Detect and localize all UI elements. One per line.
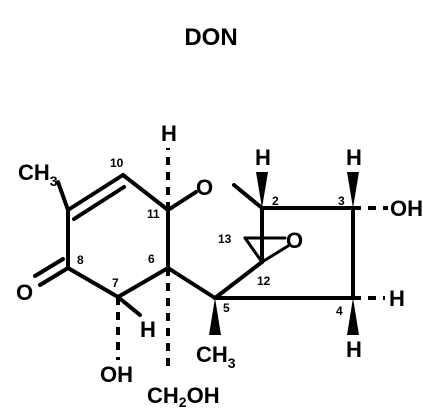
bond-c10-c11: [121, 173, 170, 212]
num-c2: 2: [272, 194, 279, 208]
label-ch3-c5: CH3: [196, 342, 236, 371]
bond-c7-c8: [66, 266, 120, 299]
bond-c6-c7: [116, 266, 170, 299]
bond-o-c2: [232, 183, 264, 210]
wedge-c4-h: [347, 298, 359, 335]
label-h-c4-bottom: H: [346, 337, 362, 362]
label-h-c2: H: [255, 145, 271, 170]
num-c6: 6: [148, 252, 155, 266]
label-h-c11: H: [161, 121, 177, 146]
num-c12: 12: [257, 274, 271, 288]
label-ch2oh: CH2OH: [147, 383, 220, 410]
bonds: [33, 148, 388, 372]
bond-c9-c10: [66, 173, 125, 212]
bond-c9-ch3: [56, 180, 70, 212]
label-ch3-left: CH3: [18, 160, 58, 189]
num-c10: 10: [110, 156, 124, 170]
num-c11: 11: [147, 207, 160, 221]
wedge-c2-h: [256, 172, 268, 208]
bond-c7-h: [116, 295, 142, 317]
bond-c8-o: [38, 266, 70, 287]
label-h-c3: H: [346, 145, 362, 170]
diagram-title: DON: [184, 24, 237, 51]
bond-c12-c5: [213, 260, 264, 300]
num-c5: 5: [223, 301, 230, 315]
wedge-c5-ch3: [209, 298, 221, 335]
bond-c13-c12: [243, 236, 264, 264]
bond-c9-c10-double: [72, 185, 126, 221]
label-oh-c7: OH: [100, 362, 133, 387]
position-numbers: 2 3 4 5 6 7 8 10 11 12 13: [77, 156, 345, 318]
label-o-epoxide: O: [286, 228, 303, 253]
bond-c5-c6: [166, 266, 217, 300]
bond-c12-o: [260, 244, 290, 264]
num-c8: 8: [77, 253, 84, 267]
label-h-c7: H: [140, 317, 156, 342]
label-o-ring: O: [196, 175, 213, 200]
num-c4: 4: [336, 304, 343, 318]
bond-c8-o-double: [33, 257, 65, 278]
num-c13: 13: [218, 232, 232, 246]
num-c3: 3: [338, 194, 345, 208]
label-o-keto: O: [16, 280, 33, 305]
label-oh-c3: OH: [390, 196, 423, 221]
label-h-c4-right: H: [389, 286, 405, 311]
wedge-bonds: [209, 172, 359, 335]
wedge-c3-h: [347, 172, 359, 208]
bond-c11-o: [166, 190, 198, 212]
atom-labels: CH3 O O O H H H OH H H H OH CH3 CH2OH: [16, 121, 423, 410]
num-c7: 7: [112, 276, 119, 290]
